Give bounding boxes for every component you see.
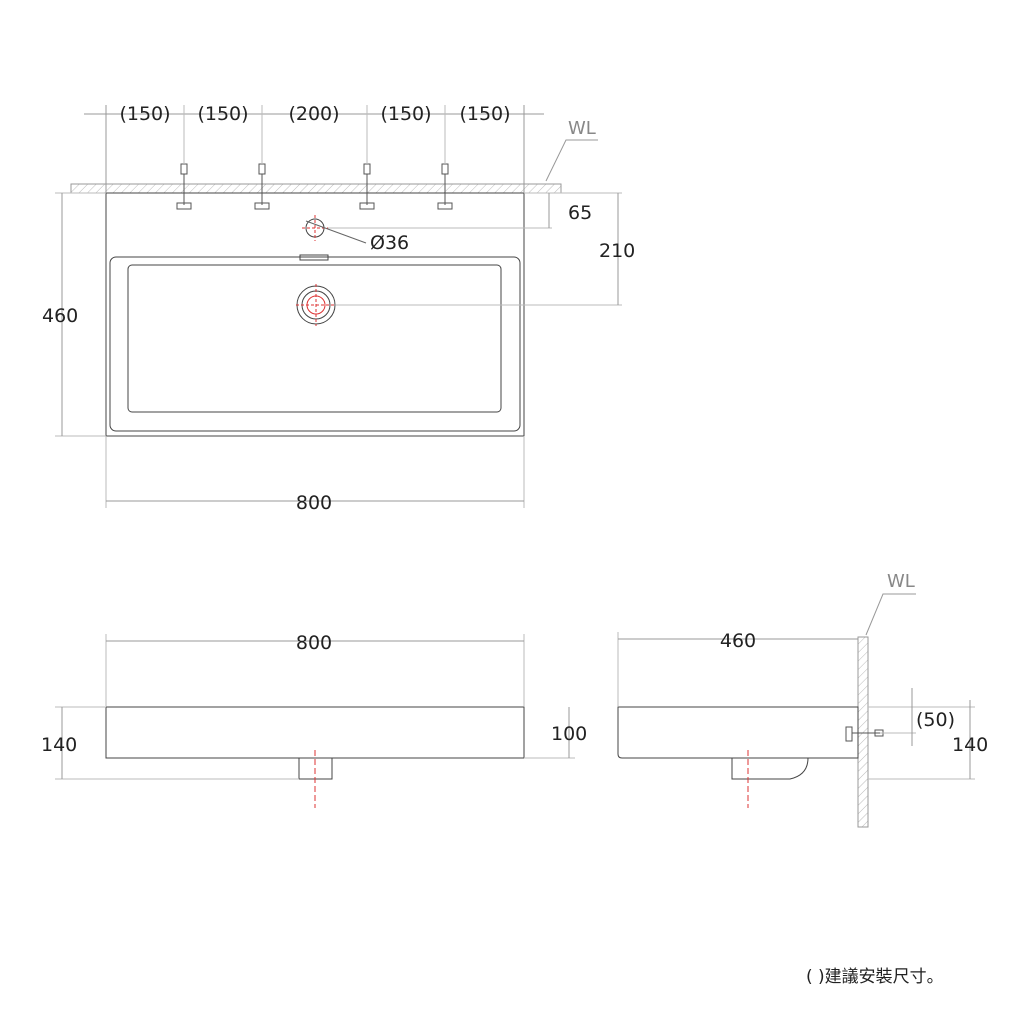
side-wall — [857, 636, 869, 828]
side-height-label: 140 — [952, 734, 988, 756]
side-basin — [617, 706, 859, 759]
wall-strip — [70, 183, 562, 194]
overflow-slot — [299, 254, 329, 261]
front-body-height-label: 100 — [551, 723, 587, 745]
spacing-label-2: (150) — [197, 103, 248, 125]
front-view — [55, 634, 575, 808]
spacing-label-5: (150) — [459, 103, 510, 125]
front-width-label: 800 — [296, 632, 332, 654]
hole-diameter-label: Ø36 — [370, 232, 409, 254]
basin-rim — [109, 256, 521, 432]
wall-bracket — [176, 163, 453, 210]
wall-label-side: WL — [887, 571, 915, 592]
width-800-label: 800 — [296, 492, 332, 514]
spacing-label-4: (150) — [380, 103, 431, 125]
depth-460-label: 460 — [42, 305, 78, 327]
side-view — [617, 593, 975, 828]
wall-label-top: WL — [568, 118, 596, 139]
side-offset-50-label: (50) — [916, 709, 955, 731]
basin-bowl — [127, 264, 502, 413]
basin-outline — [105, 192, 525, 437]
top-view — [55, 105, 622, 508]
spacing-label-1: (150) — [119, 103, 170, 125]
side-drain — [731, 757, 809, 780]
installation-note: ( )建議安裝尺寸。 — [806, 967, 944, 987]
front-height-label: 140 — [41, 734, 77, 756]
offset-65-label: 65 — [568, 202, 592, 224]
offset-210-label: 210 — [599, 240, 635, 262]
side-depth-label: 460 — [720, 630, 756, 652]
spacing-label-3: (200) — [288, 103, 339, 125]
